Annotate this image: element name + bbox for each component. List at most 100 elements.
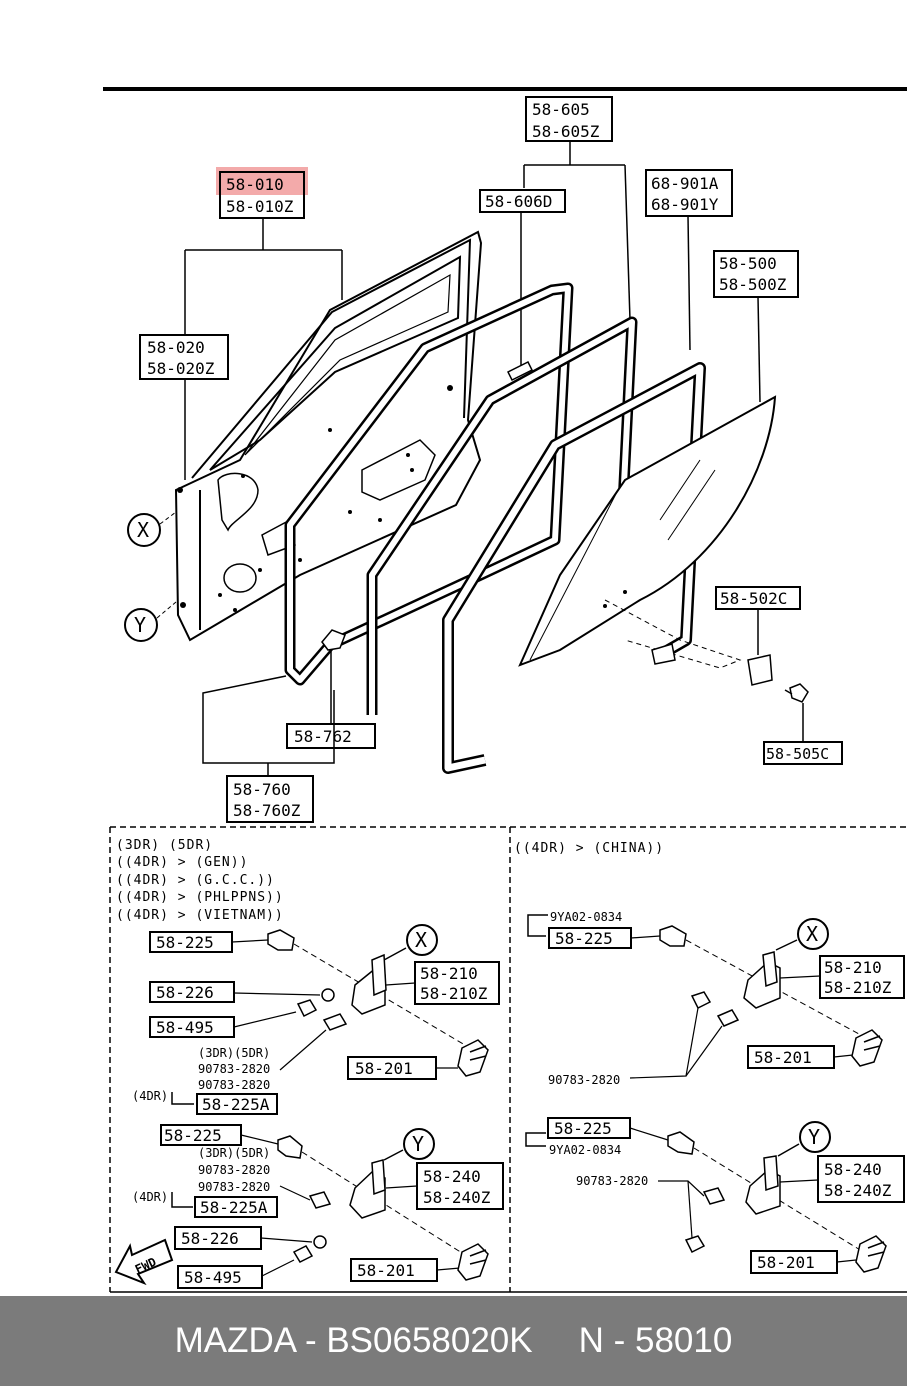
svg-text:9YA02-0834: 9YA02-0834 [549,1143,621,1157]
svg-text:58-201: 58-201 [355,1059,413,1078]
bolt-icon [296,999,348,1031]
svg-text:((4DR) > (G.C.C.)): ((4DR) > (G.C.C.)) [116,873,275,888]
svg-text:58-020: 58-020 [147,338,205,357]
callout-58-505c[interactable]: 58-505C [763,741,843,765]
footer-brand-part: MAZDA - BS0658020K [174,1321,533,1360]
svg-text:58-225A: 58-225A [200,1198,268,1217]
svg-text:58-760Z: 58-760Z [233,801,301,820]
striker-icon [457,1243,489,1281]
callout-58-500[interactable]: 58-500 58-500Z [713,250,799,298]
svg-text:58-505C: 58-505C [766,745,829,763]
label-58-495-left[interactable]: 58-495 [149,1016,235,1038]
svg-text:58-210Z: 58-210Z [420,984,488,1003]
right-panel-header: ((4DR) > (CHINA)) [514,841,663,856]
label-58-225a-left[interactable]: (4DR) 58-225A [132,1089,278,1115]
hinge-58-240-right [745,1155,781,1215]
door-glass-58-500 [518,395,777,669]
svg-text:58-201: 58-201 [357,1261,415,1280]
glass-run-58-605 [366,316,638,715]
svg-text:58-240: 58-240 [423,1167,481,1186]
label-58-225-right-b[interactable]: 58-225 [547,1117,631,1139]
svg-text:58-500: 58-500 [719,254,777,273]
label-58-225-left-b[interactable]: 58-225 [160,1124,242,1146]
bolt-icon [308,1191,332,1209]
label-58-201-left[interactable]: 58-201 [347,1056,437,1080]
svg-text:58-502C: 58-502C [720,589,787,608]
footer-bar: MAZDA - BS0658020K N - 58010 [0,1296,907,1386]
svg-text:58-760: 58-760 [233,780,291,799]
svg-text:58-225: 58-225 [164,1126,222,1145]
svg-text:(3DR)(5DR): (3DR)(5DR) [198,1046,270,1060]
callout-58-760[interactable]: 58-760 58-760Z [226,775,314,823]
svg-text:58-500Z: 58-500Z [719,275,787,294]
callout-58-010-highlighted[interactable]: 58-010 58-010Z [216,167,308,219]
bolt-icon [667,1131,695,1155]
svg-text:58-210: 58-210 [420,964,478,983]
bracket-58-502c [651,643,773,686]
screw-58-505c [784,683,809,703]
footer-ref: N - 58010 [578,1321,733,1360]
svg-text:X: X [137,518,149,542]
marker-x-main: X [127,513,161,547]
label-58-240-left[interactable]: 58-240 58-240Z [416,1162,504,1210]
label-58-225-right[interactable]: 58-225 [548,927,632,949]
callout-58-020[interactable]: 58-020 58-020Z [139,334,229,380]
channel-68-901 [442,362,706,774]
marker-y-main: Y [124,608,158,642]
bolt-icon [690,991,740,1027]
svg-text:68-901Y: 68-901Y [651,195,719,214]
svg-text:58-210: 58-210 [824,958,882,977]
label-58-495-left-b[interactable]: 58-495 [177,1265,263,1289]
svg-text:(3DR) (5DR): (3DR) (5DR) [116,838,213,853]
svg-text:58-605Z: 58-605Z [532,122,600,141]
label-58-225-left[interactable]: 58-225 [149,931,233,953]
svg-text:((4DR) > (GEN)): ((4DR) > (GEN)) [116,855,248,870]
svg-text:58-495: 58-495 [184,1268,242,1287]
callout-58-605[interactable]: 58-605 58-605Z [525,96,613,142]
svg-text:58-762: 58-762 [294,727,352,746]
hinge-58-210-left [351,953,387,1015]
svg-text:58-020Z: 58-020Z [147,359,215,378]
striker-icon [855,1235,887,1273]
callout-58-606d[interactable]: 58-606D [479,189,566,213]
label-58-210-right[interactable]: 58-210 58-210Z [819,955,905,999]
svg-text:58-010: 58-010 [226,175,284,194]
label-58-201-right-b[interactable]: 58-201 [750,1250,838,1274]
label-58-240-right[interactable]: 58-240 58-240Z [817,1155,905,1203]
hinge-58-240-left [349,1159,386,1219]
striker-icon [851,1029,883,1067]
clip-58-606d [506,360,534,382]
marker-x-left: X [406,924,438,956]
svg-text:X: X [415,928,427,952]
label-58-210-left[interactable]: 58-210 58-210Z [414,961,500,1005]
svg-text:58-226: 58-226 [156,983,214,1002]
label-58-226-left-b[interactable]: 58-226 [174,1226,262,1250]
svg-text:58-210Z: 58-210Z [824,978,892,997]
svg-text:90783-2820: 90783-2820 [548,1073,620,1087]
svg-text:58-225: 58-225 [555,929,613,948]
svg-text:9YA02-0834: 9YA02-0834 [550,910,622,924]
svg-text:58-240Z: 58-240Z [824,1181,892,1200]
fwd-arrow-icon: FWD [114,1238,174,1286]
callout-58-762[interactable]: 58-762 [286,723,376,749]
striker-icon [457,1039,489,1077]
bolt-icon [292,1245,314,1263]
label-58-225a-left-b[interactable]: (4DR) 58-225A [132,1190,278,1218]
door-shell-holes [177,385,453,612]
svg-text:((4DR) > (VIETNAM)): ((4DR) > (VIETNAM)) [116,908,284,923]
weatherstrip-58-760 [284,282,574,686]
callout-58-502c[interactable]: 58-502C [715,586,801,610]
bolt-90783-2820-right-b: 90783-2820 [576,1174,648,1188]
washer-icon [313,1235,327,1249]
label-58-201-right[interactable]: 58-201 [747,1045,835,1069]
door-shell [174,230,483,642]
left-panel-header: (3DR) (5DR) ((4DR) > (GEN)) ((4DR) > (G.… [116,838,284,923]
svg-text:90783-2820: 90783-2820 [198,1062,270,1076]
label-58-201-left-b[interactable]: 58-201 [350,1258,438,1282]
marker-y-right: Y [799,1121,831,1153]
svg-text:58-225: 58-225 [554,1119,612,1138]
svg-text:58-010Z: 58-010Z [226,197,294,216]
callout-68-901[interactable]: 68-901A 68-901Y [645,169,733,217]
label-58-226-left[interactable]: 58-226 [149,981,235,1003]
svg-text:90783-2820: 90783-2820 [198,1078,270,1092]
